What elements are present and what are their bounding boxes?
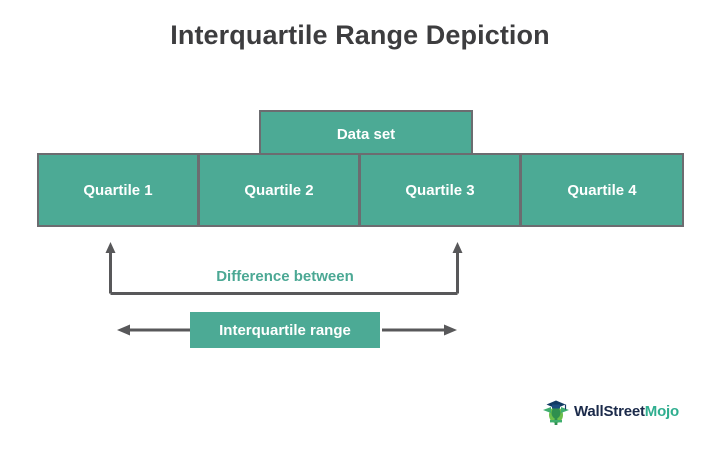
iqr-box-label: Interquartile range <box>219 321 351 339</box>
page-title: Interquartile Range Depiction <box>170 20 550 50</box>
logo-wordmark-secondary: Mojo <box>644 402 679 420</box>
bracket-icon <box>105 242 463 295</box>
logo-wordmark: WallStreetMojo <box>574 403 679 420</box>
logo-wordmark-primary: WallStreet <box>574 402 645 420</box>
difference-label: Difference between <box>216 268 354 285</box>
arrow-right-icon <box>382 324 457 336</box>
iqr-box: Interquartile range <box>190 312 380 348</box>
graduation-cap-icon <box>541 396 571 426</box>
wallstreetmojo-logo: WallStreetMojo <box>541 394 701 428</box>
dataset-box: Data set <box>259 110 473 157</box>
quartile-box-2: Quartile 2 <box>198 153 360 227</box>
arrow-left-icon <box>117 324 192 336</box>
quartile-row: Quartile 1 Quartile 2 Quartile 3 Quartil… <box>37 153 684 227</box>
quartile-label-1: Quartile 1 <box>83 181 153 199</box>
quartile-label-3: Quartile 3 <box>405 181 475 199</box>
quartile-label-2: Quartile 2 <box>244 181 314 199</box>
iqr-arrow-right <box>382 318 457 342</box>
quartile-box-1: Quartile 1 <box>37 153 199 227</box>
dataset-box-label: Data set <box>336 126 396 143</box>
quartile-box-4: Quartile 4 <box>520 153 684 227</box>
quartile-label-4: Quartile 4 <box>567 181 637 199</box>
difference-bracket <box>104 240 464 296</box>
quartile-box-3: Quartile 3 <box>359 153 521 227</box>
iqr-arrow-left <box>117 318 192 342</box>
